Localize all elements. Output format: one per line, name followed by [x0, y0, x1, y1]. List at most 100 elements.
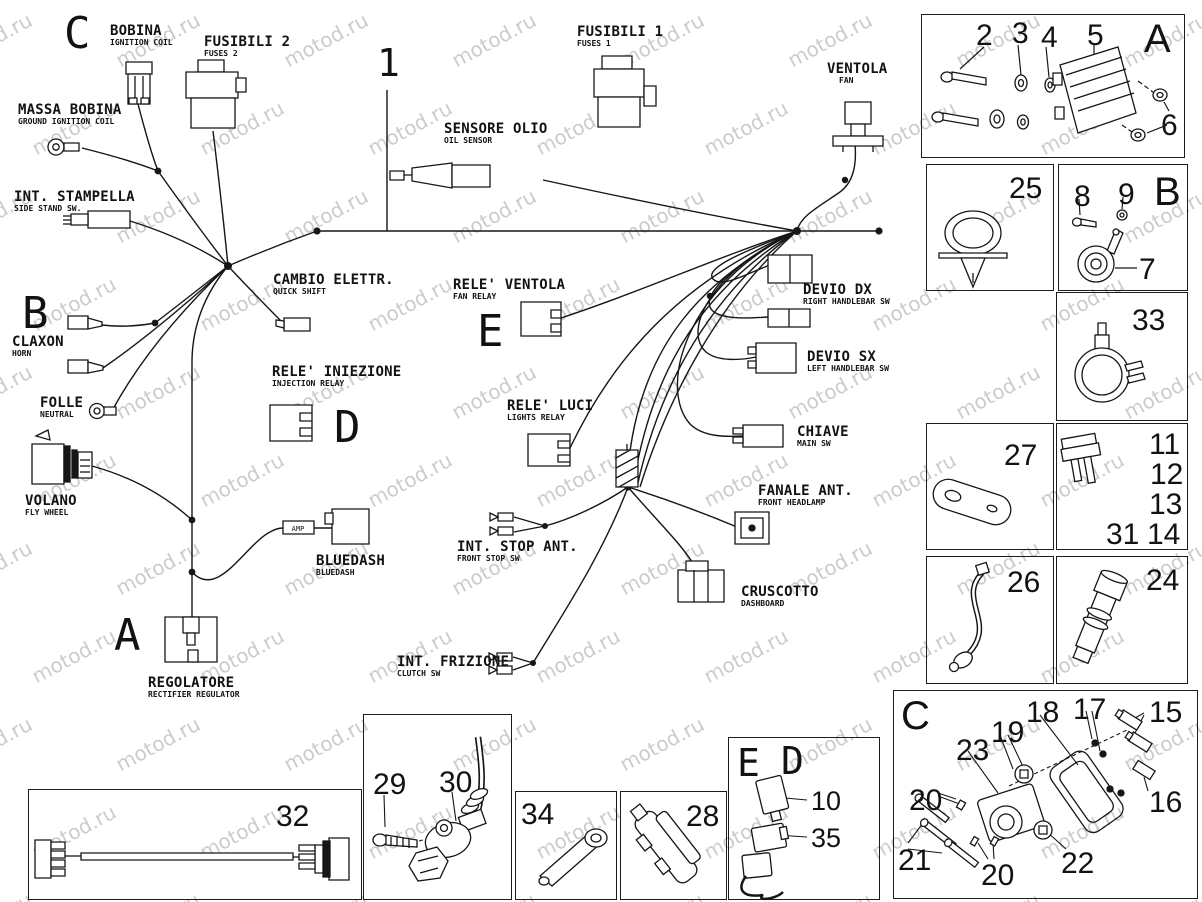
section-letter-d: D [334, 402, 361, 453]
svg-text:AMP: AMP [292, 525, 305, 533]
part-box-e-letter: E [737, 741, 760, 785]
label-fanale-ant: FANALE ANT. FRONT HEADLAMP [758, 483, 853, 508]
label-sensore-olio: SENSORE OLIO OIL SENSOR [444, 121, 548, 146]
part-number-15: 15 [1149, 696, 1183, 729]
part-number-16: 16 [1149, 786, 1183, 819]
part-number-17: 17 [1073, 693, 1107, 726]
horn-drawing [1059, 165, 1187, 290]
junction-dots [151, 167, 883, 666]
part-number-13: 13 [1149, 488, 1183, 521]
part-number-9: 9 [1118, 178, 1135, 211]
cambio-elettr-connector-symbol [276, 318, 310, 331]
part-number-34: 34 [521, 798, 555, 831]
sensore-olio-symbol [390, 163, 490, 188]
label-int-frizione: INT. FRIZIONE CLUTCH SW [397, 654, 510, 679]
part-number-3: 3 [1012, 17, 1029, 50]
wiring-harness-svg: AMP [0, 0, 920, 780]
cruscotto-connector-symbol [678, 561, 724, 602]
part-box-b: 8 9 7 B [1058, 164, 1188, 291]
label-claxon: CLAXON HORN [12, 334, 64, 359]
section-letter-e: E [477, 306, 504, 357]
fusibili2-connector-symbol [186, 60, 246, 128]
label-fusibili1: FUSIBILI 1 FUSES 1 [577, 24, 664, 49]
part-number-21: 21 [898, 844, 932, 877]
part-box-29-30: 29 30 [363, 714, 512, 900]
fuse-holder-drawing [621, 792, 726, 899]
devio-dx-connectors-symbol [768, 255, 812, 327]
label-int-stop-ant: INT. STOP ANT. FRONT STOP SW [457, 539, 578, 564]
part-number-10: 10 [811, 786, 842, 816]
part-number-35: 35 [811, 823, 842, 853]
bobina-connector-symbol [126, 62, 152, 104]
label-int-stampella: INT. STAMPELLA SIDE STAND SW. [14, 189, 135, 214]
part-box-fuses: 11 12 13 31 14 [1056, 423, 1188, 550]
label-bobina: BOBINA IGNITION COIL [110, 23, 173, 48]
part-box-a: 2 3 4 5 6 A [921, 14, 1185, 158]
label-folle: FOLLE NEUTRAL [40, 395, 84, 420]
part-number-6: 6 [1161, 109, 1178, 142]
part-number-25: 25 [1009, 172, 1043, 205]
part-number-23: 23 [956, 734, 990, 767]
part-box-d-letter: D [781, 739, 804, 783]
part-box-34: 34 [515, 791, 617, 900]
part-number-24: 24 [1146, 564, 1180, 597]
part-number-27: 27 [1004, 439, 1038, 472]
plate-drawing [927, 424, 1053, 549]
label-cambio-elettr: CAMBIO ELETTR. QUICK SHIFT [273, 272, 394, 297]
ignition-switch-drawing [894, 691, 1197, 898]
label-rele-luci: RELE' LUCI LIGHTS RELAY [507, 398, 594, 423]
part-number-33: 33 [1132, 304, 1166, 337]
label-bobina-sub: IGNITION COIL [110, 38, 173, 48]
part-box-a-drawing [922, 15, 1184, 157]
part-box-c: C 23 19 18 17 15 16 20 21 20 22 [893, 690, 1198, 899]
watermark-text: motod.ru [951, 359, 1045, 425]
part-number-20b: 20 [981, 859, 1015, 892]
clamp-drawing [1057, 293, 1187, 420]
volano-connector-symbol [32, 430, 92, 484]
section-letter-a: A [114, 610, 141, 661]
label-rele-iniezione: RELE' INIEZIONE INJECTION RELAY [272, 364, 402, 389]
cable32-drawing [29, 790, 361, 899]
part-number-8: 8 [1074, 180, 1091, 213]
label-chiave: CHIAVE MAIN SW [797, 424, 849, 449]
label-bluedash: BLUEDASH BLUEDASH [316, 553, 386, 578]
label-devio-sx: DEVIO SX LEFT HANDLEBAR SW [807, 349, 889, 374]
label-regolatore: REGOLATORE RECTIFIER REGULATOR [148, 675, 240, 700]
part-box-relays: E D 10 35 [728, 737, 880, 900]
devio-sx-connector-symbol [748, 343, 796, 373]
rele-luci-connector-symbol [528, 434, 570, 466]
speed-sensor-drawing [364, 715, 511, 899]
rele-ventola-connector-symbol [521, 302, 561, 336]
lever-drawing [516, 792, 616, 899]
part-box-32: 32 [28, 789, 362, 900]
part-box-27: 27 [926, 423, 1054, 550]
part-number-4: 4 [1041, 21, 1058, 54]
part-box-28: 28 [620, 791, 727, 900]
regolatore-connector-symbol [165, 617, 217, 662]
fanale-ant-connector-symbol [735, 512, 769, 544]
part-number-20a: 20 [909, 784, 943, 817]
rele-iniezione-connector-symbol [270, 405, 312, 441]
part-number-2: 2 [976, 19, 993, 52]
ventola-connector-symbol [833, 102, 883, 152]
cable-drawing [927, 557, 1053, 683]
part-box-25: 25 [926, 164, 1054, 291]
int-stampella-switch-symbol [63, 211, 130, 228]
label-bobina-title: BOBINA [110, 23, 162, 39]
junction-block-symbol [616, 444, 638, 487]
label-ventola: VENTOLA FAN [827, 61, 888, 86]
fuse-drawing [1057, 424, 1187, 549]
spark-plug-cap-drawing [1057, 557, 1187, 683]
label-cruscotto: CRUSCOTTO DASHBOARD [741, 584, 819, 609]
label-fusibili2: FUSIBILI 2 FUSES 2 [204, 34, 291, 59]
section-letter-c: C [64, 8, 91, 59]
part-box-24: 24 [1056, 556, 1188, 684]
part-number-26: 26 [1007, 566, 1041, 599]
fusibili1-connector-symbol [594, 56, 656, 127]
label-rele-ventola: RELE' VENTOLA FAN RELAY [453, 277, 566, 302]
label-volano: VOLANO FLY WHEEL [25, 493, 77, 518]
part-number-14: 14 [1147, 518, 1181, 551]
part-number-18: 18 [1026, 696, 1060, 729]
part-number-29: 29 [373, 768, 407, 801]
part-box-a-letter: A [1144, 17, 1171, 61]
